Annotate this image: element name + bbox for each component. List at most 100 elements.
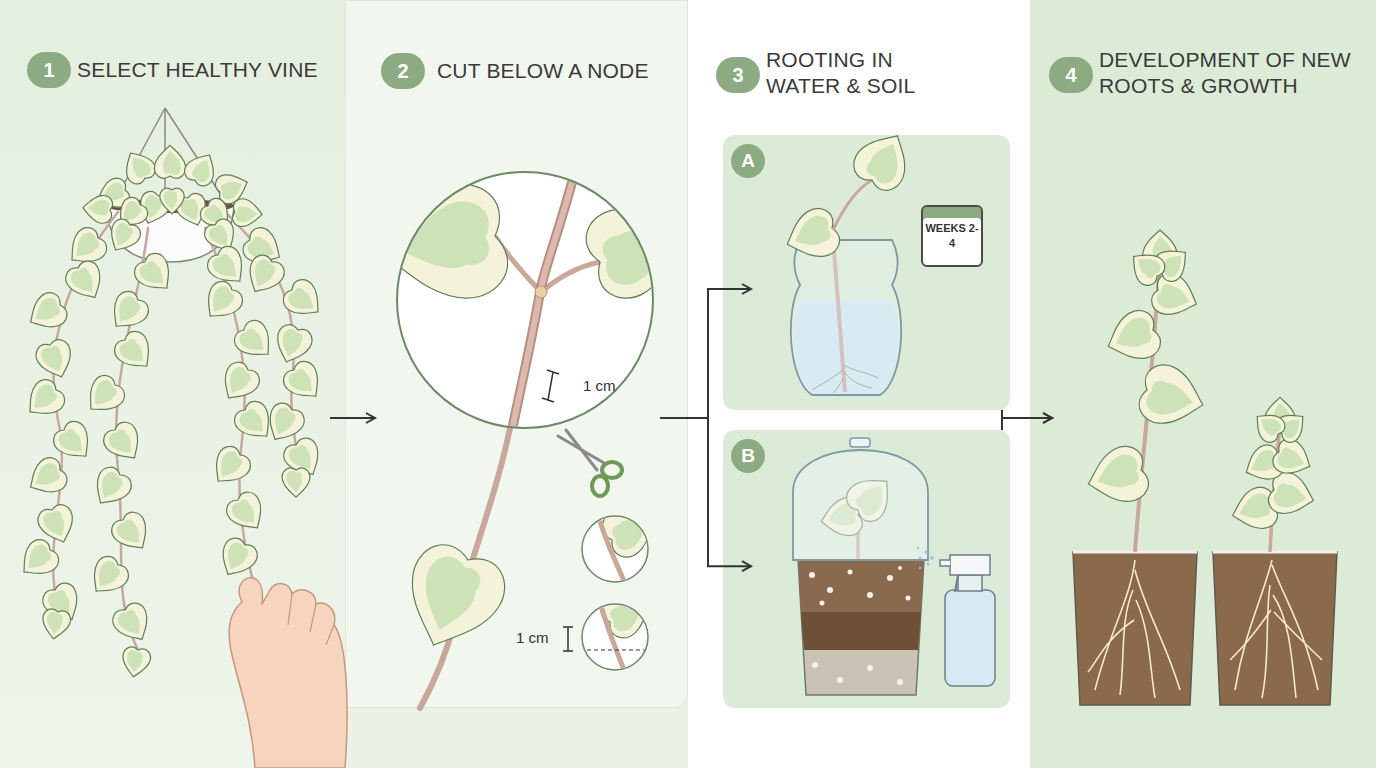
water-vase-part <box>833 180 872 230</box>
soil-pot-part <box>809 566 911 685</box>
calendar-icon: WEEKS 2-4 <box>921 205 983 267</box>
hanging-plant-part <box>103 216 144 258</box>
soil-pot-part-part <box>812 662 818 668</box>
spray-bottle-part <box>955 575 958 592</box>
hanging-plant-part <box>214 358 263 408</box>
hanging-plant-part <box>279 357 329 407</box>
hanging-plant-part <box>111 194 151 234</box>
soil-pot-part <box>818 496 864 540</box>
hanging-plant-part <box>83 552 133 602</box>
water-vase-part <box>779 204 844 267</box>
hanging-plant-part <box>19 375 69 425</box>
grown-plants-part <box>1081 442 1152 511</box>
hanging-plant-part <box>103 287 153 337</box>
soil-pot-part-part <box>897 679 903 685</box>
hand-part <box>229 584 347 768</box>
grown-plants-part <box>1143 230 1178 266</box>
step-number-text: 1 <box>27 52 71 88</box>
soil-pot-part-part <box>867 592 873 598</box>
soil-pot-part-part <box>837 677 843 683</box>
grown-plants-part <box>1088 560 1180 698</box>
water-vase-part <box>812 365 878 393</box>
hanging-plant-part <box>49 417 99 467</box>
spray-bottle <box>917 547 995 686</box>
grown-plants-part <box>1135 361 1210 434</box>
cutting-detail-part <box>563 627 573 651</box>
hanging-plant-part <box>280 434 328 483</box>
grown-plants-part <box>1270 426 1280 552</box>
cutting-detail-part <box>592 476 608 496</box>
hanging-plant-part-part <box>205 228 267 700</box>
soil-pot-part <box>841 466 901 526</box>
hanging-plant-part <box>154 145 185 178</box>
hanging-plant-part-part <box>116 228 148 650</box>
hanging-plant-part <box>40 608 72 642</box>
cutting-detail-part <box>582 604 648 670</box>
hanging-plant-part <box>82 194 113 224</box>
hanging-plant-part <box>260 399 308 448</box>
soil-pot-part-part <box>906 596 911 601</box>
hanging-plant-part <box>134 189 172 228</box>
cutting-detail-part <box>597 495 665 590</box>
hanging-plant-part <box>230 397 280 447</box>
cutting-detail-part <box>582 516 648 582</box>
hanging-plant-part <box>107 508 156 558</box>
hanging-plant-part <box>253 646 292 685</box>
cutting-detail-part-part <box>598 515 628 590</box>
water-vase <box>779 123 920 395</box>
hanging-plant-part <box>86 463 135 513</box>
hanging-plant-part <box>109 599 157 648</box>
hanging-plant-part <box>282 468 310 497</box>
grown-plants-part <box>1100 306 1165 369</box>
step-panel: CUT BELOW A NODE2 <box>345 0 688 708</box>
hanging-plant-part <box>164 108 166 196</box>
step-panel: DEVELOPMENT OF NEW ROOTS & GROWTH4 <box>1030 0 1376 768</box>
hanging-plant-part <box>239 224 288 272</box>
cutting-detail-part-part <box>580 649 650 650</box>
hanging-plant-part <box>22 454 71 502</box>
cutting-detail-part <box>375 160 699 440</box>
spray-bottle-part-part <box>925 551 928 554</box>
spray-bottle-part <box>945 590 995 686</box>
cutting-detail-part <box>580 580 660 675</box>
cutting-detail-part <box>390 536 513 662</box>
hanging-plant-part <box>13 535 63 585</box>
hanging-plant-part <box>39 579 87 628</box>
grown-plants-part <box>1269 435 1317 482</box>
hanging-plant-part <box>160 188 184 214</box>
spray-bottle-part-part <box>919 557 922 560</box>
grown-plants-part <box>1213 552 1337 705</box>
water-vase-part <box>848 123 920 196</box>
hanging-plant-part <box>112 108 165 206</box>
cutting-detail-part-part <box>510 160 578 440</box>
soil-pot-part <box>798 560 924 612</box>
step-number-text: 2 <box>381 53 425 89</box>
step-number-text: 3 <box>716 57 760 93</box>
hanging-plant-part <box>197 195 237 235</box>
hanging-plant-part <box>230 316 280 366</box>
cutting-detail-part-part <box>535 286 547 298</box>
step-number: 3 <box>716 57 760 93</box>
flow-arrow <box>330 417 375 419</box>
step-number-text: 4 <box>1049 57 1093 93</box>
spray-bottle-part-part <box>930 556 934 560</box>
hanging-plant-part <box>232 198 263 228</box>
hanging-plant-part <box>33 337 78 383</box>
hanging-plant-part <box>203 242 253 292</box>
flow-arrow <box>1002 418 1052 430</box>
grown-plants-part <box>1227 484 1280 535</box>
soil-pot-part-part <box>827 587 833 593</box>
spray-bottle-part <box>917 547 934 569</box>
flow-arrow <box>660 418 751 566</box>
dimension-label: 1 cm <box>583 377 616 395</box>
cutting-detail-part-part <box>596 580 660 643</box>
water-vase-part <box>793 300 899 395</box>
hanging-plant-part <box>165 108 228 206</box>
cutting-detail-part <box>420 428 510 708</box>
cutting-detail-part-part <box>495 236 541 292</box>
water-vase-part <box>791 240 901 395</box>
grown-plants-part <box>1073 551 1197 554</box>
grown-plants-part <box>1135 262 1160 552</box>
water-vase-part <box>832 225 845 392</box>
